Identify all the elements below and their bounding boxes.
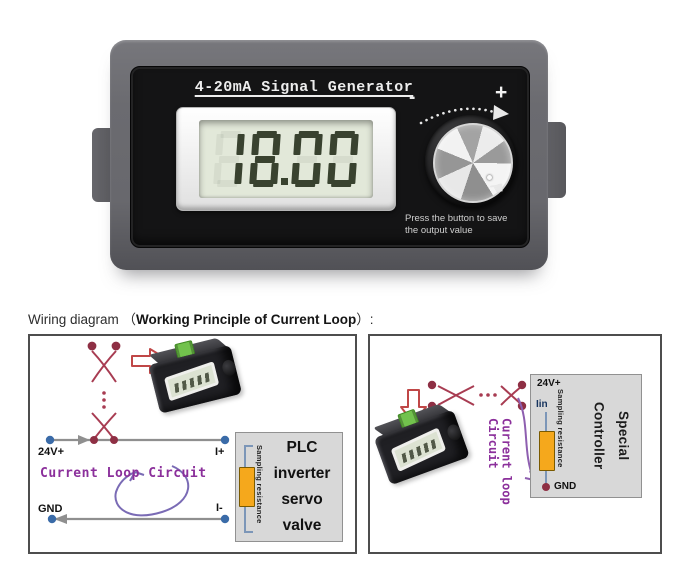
loop-swirl-arrow bbox=[114, 465, 190, 517]
press-note-line2: the output value bbox=[405, 225, 473, 237]
loop-line1: Current loop bbox=[499, 418, 514, 505]
special-controller-text: Special Controller bbox=[585, 381, 635, 491]
knob-plus-label: + bbox=[495, 81, 508, 104]
press-hand-icon: ☛ bbox=[487, 178, 506, 199]
twisted-pair-cable bbox=[91, 350, 117, 440]
resistor-label: Sampling resistance bbox=[556, 389, 565, 468]
label-24v-plus: 24V+ bbox=[537, 378, 561, 389]
label-i-plus: I+ bbox=[215, 446, 225, 458]
press-note-line1: Press the button to save bbox=[405, 213, 508, 224]
current-loop-text: Current Loop Circuit bbox=[40, 466, 207, 481]
controller-line2: Controller bbox=[591, 402, 607, 470]
heading-suffix: ）: bbox=[356, 312, 374, 327]
loop-line2: Circuit bbox=[486, 418, 501, 469]
plc-line: valve bbox=[282, 517, 322, 534]
lcd-screen bbox=[199, 120, 373, 198]
wiring-panel-right: Current loop Circuit 24V+ Iin Sampling r… bbox=[368, 334, 662, 554]
heading-prefix: Wiring diagram bbox=[28, 312, 123, 327]
label-24v-plus: 24V+ bbox=[38, 446, 64, 458]
label-gnd: GND bbox=[38, 503, 63, 515]
resistor-label: Sampling resistance bbox=[255, 445, 264, 524]
knob-minus-label: - bbox=[409, 87, 416, 108]
label-i-minus: I- bbox=[216, 502, 223, 514]
heading-bold: Working Principle of Current Loop bbox=[136, 312, 357, 327]
sampling-resistor bbox=[239, 467, 255, 507]
adjustment-knob bbox=[433, 123, 513, 203]
wiring-diagram-heading: Wiring diagram （Working Principle of Cur… bbox=[28, 308, 374, 328]
current-loop-text-vertical: Current loop Circuit bbox=[486, 418, 514, 518]
device-title: 4-20mA Signal Generator bbox=[194, 79, 414, 96]
signal-generator-device: 4-20mA Signal Generator - + ☛ Press the … bbox=[110, 40, 548, 270]
label-iin: Iin bbox=[536, 399, 548, 410]
knob-recess bbox=[425, 115, 517, 207]
sampling-resistor bbox=[539, 431, 555, 471]
knob-rotation-arc bbox=[419, 105, 509, 125]
heading-open-paren: （ bbox=[122, 312, 137, 327]
wiring-panel-left: 24V+ I+ GND I- Current Loop Circuit Samp… bbox=[28, 334, 357, 554]
special-controller-box: 24V+ Iin Sampling resistance GND Special… bbox=[530, 374, 642, 498]
knob-indicator-dot bbox=[487, 175, 492, 180]
press-note: Press the button to save the output valu… bbox=[405, 213, 543, 238]
label-gnd: GND bbox=[554, 481, 577, 492]
plc-box-text: PLC inverter servo valve bbox=[264, 433, 340, 541]
lcd-digits bbox=[211, 131, 361, 187]
lcd-bezel bbox=[176, 107, 396, 211]
plc-line: PLC bbox=[286, 439, 318, 456]
device-front-panel: 4-20mA Signal Generator - + ☛ Press the … bbox=[130, 66, 530, 248]
gnd-dot bbox=[542, 483, 550, 491]
plc-line: inverter bbox=[273, 465, 331, 482]
controller-line1: Special bbox=[616, 411, 631, 461]
plc-box: Sampling resistance PLC inverter servo v… bbox=[235, 432, 343, 542]
plc-line: servo bbox=[281, 491, 323, 508]
